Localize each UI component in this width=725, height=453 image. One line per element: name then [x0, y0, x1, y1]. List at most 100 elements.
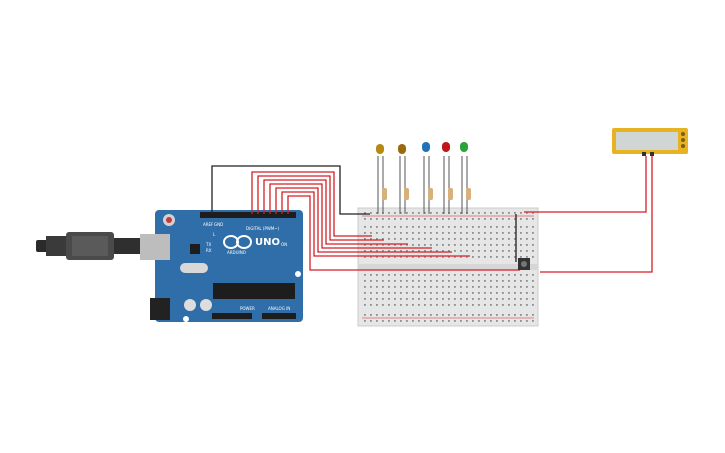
breadboard-hole[interactable]	[460, 314, 462, 316]
breadboard-hole[interactable]	[448, 286, 450, 288]
breadboard-hole[interactable]	[436, 212, 438, 214]
breadboard-hole[interactable]	[448, 314, 450, 316]
breadboard-hole[interactable]	[520, 250, 522, 252]
breadboard-hole[interactable]	[460, 244, 462, 246]
breadboard-hole[interactable]	[520, 256, 522, 258]
breadboard-hole[interactable]	[472, 292, 474, 294]
breadboard-hole[interactable]	[376, 280, 378, 282]
breadboard-hole[interactable]	[418, 274, 420, 276]
breadboard-hole[interactable]	[466, 314, 468, 316]
breadboard-hole[interactable]	[400, 232, 402, 234]
breadboard-hole[interactable]	[478, 320, 480, 322]
breadboard-hole[interactable]	[478, 314, 480, 316]
breadboard-hole[interactable]	[526, 226, 528, 228]
breadboard-hole[interactable]	[460, 232, 462, 234]
breadboard-hole[interactable]	[454, 238, 456, 240]
breadboard-hole[interactable]	[406, 218, 408, 220]
breadboard-hole[interactable]	[448, 250, 450, 252]
breadboard-hole[interactable]	[460, 212, 462, 214]
breadboard-hole[interactable]	[394, 232, 396, 234]
breadboard-hole[interactable]	[454, 292, 456, 294]
breadboard-hole[interactable]	[436, 232, 438, 234]
breadboard-hole[interactable]	[508, 212, 510, 214]
breadboard-hole[interactable]	[490, 280, 492, 282]
breadboard-hole[interactable]	[478, 292, 480, 294]
breadboard-hole[interactable]	[436, 238, 438, 240]
breadboard-hole[interactable]	[370, 212, 372, 214]
breadboard-hole[interactable]	[532, 212, 534, 214]
breadboard-hole[interactable]	[394, 256, 396, 258]
breadboard-hole[interactable]	[394, 314, 396, 316]
breadboard-hole[interactable]	[424, 232, 426, 234]
breadboard-hole[interactable]	[400, 314, 402, 316]
breadboard-hole[interactable]	[430, 244, 432, 246]
breadboard-hole[interactable]	[520, 212, 522, 214]
breadboard-hole[interactable]	[466, 244, 468, 246]
breadboard-hole[interactable]	[478, 226, 480, 228]
breadboard-hole[interactable]	[532, 226, 534, 228]
breadboard-hole[interactable]	[502, 238, 504, 240]
breadboard-hole[interactable]	[424, 292, 426, 294]
breadboard-hole[interactable]	[472, 212, 474, 214]
breadboard-hole[interactable]	[370, 218, 372, 220]
breadboard-hole[interactable]	[424, 280, 426, 282]
breadboard-hole[interactable]	[436, 280, 438, 282]
breadboard-hole[interactable]	[370, 304, 372, 306]
breadboard-hole[interactable]	[520, 292, 522, 294]
breadboard-hole[interactable]	[406, 320, 408, 322]
breadboard-hole[interactable]	[418, 232, 420, 234]
led-yellow[interactable]	[376, 144, 387, 214]
breadboard-hole[interactable]	[400, 226, 402, 228]
breadboard-hole[interactable]	[472, 320, 474, 322]
breadboard-hole[interactable]	[364, 238, 366, 240]
breadboard-hole[interactable]	[514, 298, 516, 300]
breadboard-hole[interactable]	[526, 314, 528, 316]
breadboard-hole[interactable]	[442, 320, 444, 322]
breadboard-hole[interactable]	[394, 298, 396, 300]
breadboard-hole[interactable]	[376, 274, 378, 276]
breadboard-hole[interactable]	[496, 280, 498, 282]
breadboard-hole[interactable]	[472, 256, 474, 258]
breadboard-hole[interactable]	[364, 218, 366, 220]
breadboard-hole[interactable]	[406, 256, 408, 258]
breadboard-hole[interactable]	[454, 212, 456, 214]
breadboard-hole[interactable]	[526, 250, 528, 252]
breadboard-hole[interactable]	[400, 286, 402, 288]
breadboard-hole[interactable]	[418, 250, 420, 252]
breadboard-hole[interactable]	[490, 274, 492, 276]
breadboard-hole[interactable]	[496, 256, 498, 258]
breadboard-hole[interactable]	[436, 292, 438, 294]
breadboard-hole[interactable]	[376, 244, 378, 246]
breadboard-hole[interactable]	[472, 250, 474, 252]
breadboard-hole[interactable]	[436, 298, 438, 300]
breadboard-hole[interactable]	[532, 232, 534, 234]
breadboard-hole[interactable]	[424, 286, 426, 288]
breadboard-hole[interactable]	[418, 304, 420, 306]
breadboard-hole[interactable]	[472, 238, 474, 240]
breadboard-hole[interactable]	[388, 286, 390, 288]
breadboard-hole[interactable]	[412, 280, 414, 282]
breadboard-hole[interactable]	[490, 238, 492, 240]
breadboard-hole[interactable]	[442, 280, 444, 282]
breadboard-hole[interactable]	[472, 304, 474, 306]
breadboard-hole[interactable]	[364, 250, 366, 252]
breadboard-hole[interactable]	[496, 298, 498, 300]
breadboard-hole[interactable]	[406, 238, 408, 240]
breadboard-hole[interactable]	[454, 280, 456, 282]
breadboard-hole[interactable]	[442, 298, 444, 300]
breadboard-hole[interactable]	[532, 250, 534, 252]
breadboard-hole[interactable]	[406, 286, 408, 288]
breadboard-hole[interactable]	[484, 304, 486, 306]
breadboard-hole[interactable]	[412, 298, 414, 300]
breadboard-hole[interactable]	[448, 298, 450, 300]
breadboard-hole[interactable]	[412, 274, 414, 276]
breadboard-hole[interactable]	[382, 238, 384, 240]
breadboard-hole[interactable]	[448, 232, 450, 234]
breadboard-hole[interactable]	[418, 280, 420, 282]
breadboard-hole[interactable]	[520, 314, 522, 316]
breadboard-hole[interactable]	[448, 274, 450, 276]
breadboard-hole[interactable]	[454, 250, 456, 252]
breadboard-hole[interactable]	[418, 256, 420, 258]
breadboard-hole[interactable]	[514, 274, 516, 276]
